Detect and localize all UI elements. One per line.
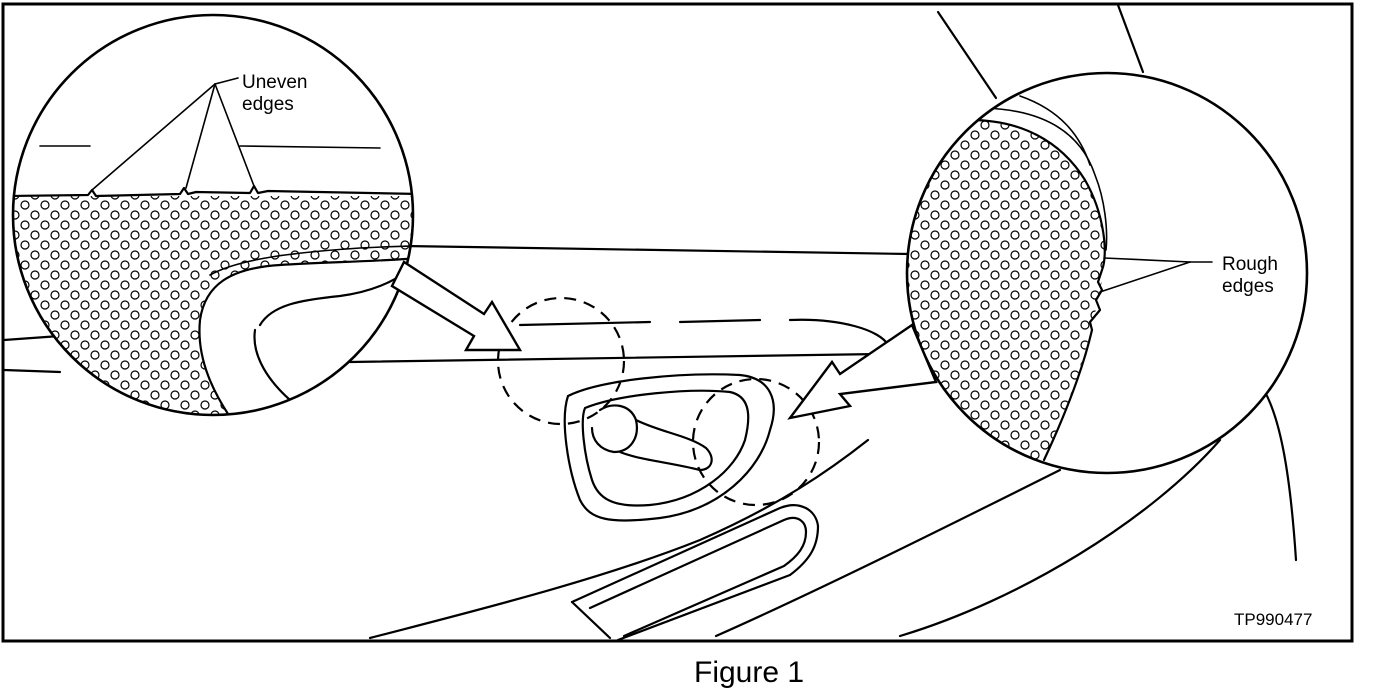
left-magnified-callout xyxy=(11,13,415,417)
label-uneven-line2: edges xyxy=(242,94,294,115)
door-panel-drawing xyxy=(2,3,1298,642)
arrow-left-callout xyxy=(390,260,523,352)
inspection-area-circle-right xyxy=(691,377,821,507)
figure-code: TP990477 xyxy=(1234,610,1312,629)
figure-caption: Figure 1 xyxy=(694,656,804,689)
inspection-area-circle-left xyxy=(496,296,626,426)
label-uneven-line1: Uneven xyxy=(242,72,308,93)
label-rough-line1: Rough xyxy=(1222,254,1278,275)
right-magnified-callout xyxy=(905,71,1309,475)
label-rough-line2: edges xyxy=(1222,276,1274,297)
figure-frame xyxy=(1,2,1354,643)
arrow-right-callout xyxy=(787,323,938,420)
